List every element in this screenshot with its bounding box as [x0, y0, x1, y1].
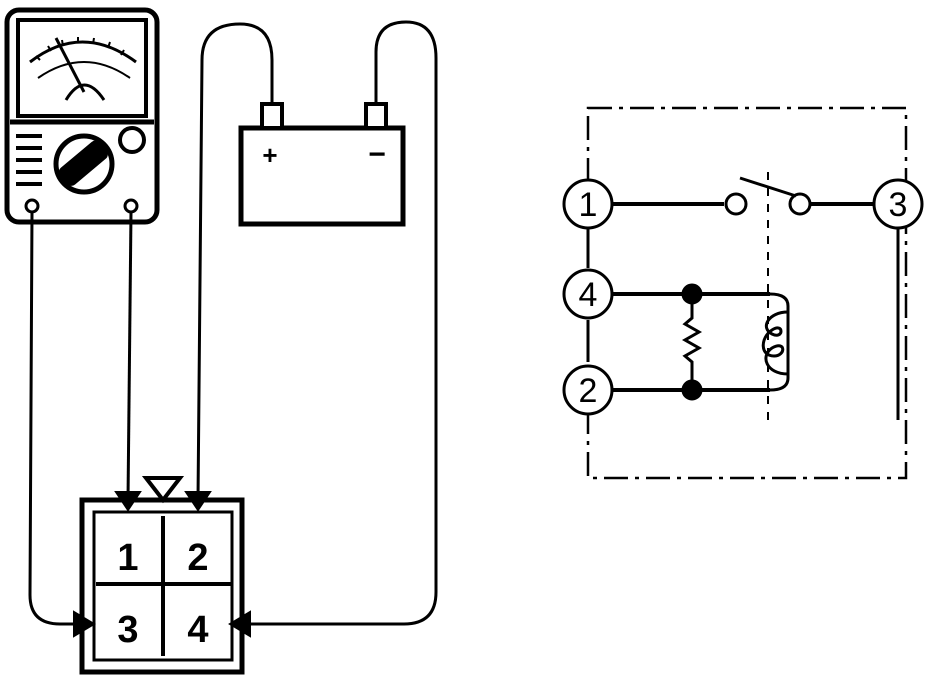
- resistor-icon: [681, 294, 703, 390]
- connector: [79, 476, 245, 675]
- multimeter: [4, 7, 160, 225]
- probe-tip-pin4: [228, 610, 251, 638]
- switch-contact-right: [788, 192, 812, 216]
- battery-terminal-negative: [364, 102, 388, 130]
- relay-coil-icon: [761, 310, 789, 376]
- knob-pointer: [58, 140, 108, 186]
- battery-minus-label: −: [368, 138, 386, 171]
- battery-body: [238, 125, 406, 227]
- battery-terminal-positive: [260, 102, 284, 130]
- connector-latch-icon: [141, 476, 185, 504]
- zero-adjust-button: [118, 126, 146, 154]
- terminal-label-3: 3: [889, 186, 908, 224]
- connector-pin-4: 4: [187, 609, 208, 651]
- meter-scale-arc-inner: [37, 61, 131, 79]
- lead-battery-minus-to-pin4: [240, 20, 438, 626]
- junction-dot-bottom: [681, 379, 703, 401]
- probe-tip-pin1: [114, 491, 142, 512]
- meter-jack-right: [123, 198, 139, 214]
- meter-display: [16, 18, 148, 118]
- probe-tip-pin2: [184, 491, 212, 512]
- terminal-label-1: 1: [579, 186, 598, 224]
- schematic-terminal-1: [562, 178, 614, 230]
- schematic-terminal-3: [872, 178, 924, 230]
- lead-meter-to-pin3: [28, 211, 84, 626]
- connector-pin-3: 3: [117, 609, 138, 651]
- meter-pivot: [64, 83, 106, 101]
- lead-battery-plus-to-pin2: [196, 22, 274, 501]
- probe-tip-pin3: [73, 610, 96, 638]
- junction-dot-top: [681, 283, 703, 305]
- lead-meter-to-pin1: [126, 211, 133, 501]
- relay-coil-wire: [769, 292, 790, 392]
- terminal-label-4: 4: [579, 276, 598, 314]
- switch-contact-left: [724, 192, 748, 216]
- test-leads: [28, 20, 438, 626]
- schematic-terminal-4: [562, 268, 614, 320]
- probe-tips: [73, 491, 251, 638]
- meter-jack-left: [24, 198, 40, 214]
- relay-schematic: [562, 106, 924, 480]
- schematic-terminal-2: [562, 364, 614, 416]
- battery-plus-label: +: [262, 140, 277, 170]
- switch-blade: [739, 176, 797, 198]
- meter-scale-arc: [29, 40, 137, 64]
- connector-pin-1: 1: [117, 537, 138, 579]
- connector-pin-2: 2: [187, 537, 208, 579]
- meter-needle: [54, 37, 86, 93]
- battery: [238, 102, 406, 227]
- terminal-label-2: 2: [579, 372, 598, 410]
